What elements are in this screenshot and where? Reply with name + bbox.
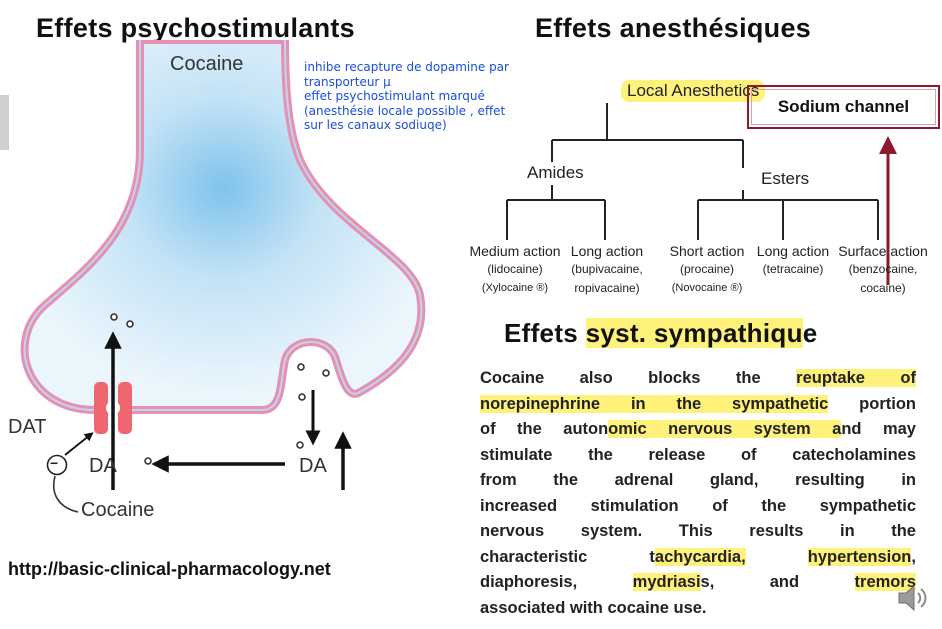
dat-label: DAT xyxy=(8,416,47,438)
leaf-medium-action: Medium action (lidocaine) (Xylocaine ®) xyxy=(467,242,563,298)
leaf-title: Medium action xyxy=(469,243,561,259)
text-span: , xyxy=(911,547,916,566)
cocaine-top-label: Cocaine xyxy=(170,53,244,75)
text-highlight: achycardia, xyxy=(654,547,746,566)
para-line: characteristic tachycardia, hypertension… xyxy=(480,545,916,571)
text-span xyxy=(746,548,808,566)
para-line: associated with cocaine use. xyxy=(480,598,707,617)
title-part: e xyxy=(802,318,818,348)
para-line: nervous system. This results in the xyxy=(480,522,916,540)
title-part: Effets xyxy=(504,318,586,348)
note-line: (anesthésie locale possible , effet xyxy=(304,103,506,118)
amides-label: Amides xyxy=(527,163,584,182)
leaf-title: Long action xyxy=(756,243,830,259)
left-title: Effets psychostimulants xyxy=(36,13,355,43)
text-highlight: omic nervous system a xyxy=(608,420,842,438)
leaf-line: (benzocaine, xyxy=(848,262,918,276)
side-tab xyxy=(0,95,9,150)
right-title: Effets anesthésiques xyxy=(535,13,812,43)
da-right-label: DA xyxy=(299,455,327,477)
sympathetic-paragraph: Cocaine also blocks the reuptake of nore… xyxy=(480,366,917,621)
leaf-line: (procaine) xyxy=(679,262,735,276)
inhibitor-circle xyxy=(46,454,68,476)
source-url: http://basic-clinical-pharmacology.net xyxy=(8,559,331,579)
leaf-line: (Novocaine ®) xyxy=(671,282,743,294)
speaker-icon[interactable] xyxy=(896,582,930,614)
note-line: sur les canaux sodiuqe) xyxy=(304,118,447,132)
leaf-line: ropivacaine) xyxy=(574,281,640,295)
sympathetic-title: Effets syst. sympathique xyxy=(504,318,818,349)
leaf-title: Long action xyxy=(570,243,644,259)
note-line: transporteur µ xyxy=(304,74,391,89)
leaf-line: (lidocaine) xyxy=(487,262,543,276)
leaf-title: Surface action xyxy=(838,243,928,259)
text-highlight: tremors xyxy=(854,573,916,591)
text-span: of the auton xyxy=(480,420,609,438)
text-span: Cocaine also blocks the xyxy=(480,369,797,387)
text-highlight: norepinephrine in the sympathetic xyxy=(480,394,829,413)
leaf-long-action-ester: Long action (tetracaine) xyxy=(752,242,834,278)
text-span: characteristic t xyxy=(480,547,655,566)
synapse-diagram xyxy=(20,40,426,513)
para-line: increased stimulation of the sympathetic xyxy=(480,496,916,515)
sodium-channel-box: Sodium channel xyxy=(747,85,940,129)
leaf-line: (bupivacaine, xyxy=(571,262,643,276)
cocaine-bottom-label: Cocaine xyxy=(81,499,155,521)
text-span: diaphoresis, xyxy=(480,573,633,591)
leaf-line: cocaine) xyxy=(860,281,906,295)
esters-label: Esters xyxy=(761,169,810,188)
leaf-line: (tetracaine) xyxy=(762,262,824,276)
para-line: of the autonomic nervous system and may xyxy=(480,417,916,443)
para-line: Cocaine also blocks the reuptake of xyxy=(480,366,917,392)
inhibit-symbol: − xyxy=(50,455,59,471)
leaf-short-action: Short action (procaine) (Novocaine ®) xyxy=(660,242,754,298)
leaf-title: Short action xyxy=(669,243,745,259)
leaf-line: (Xylocaine ®) xyxy=(481,282,549,294)
leaf-long-action-amide: Long action (bupivacaine, ropivacaine) xyxy=(566,242,648,298)
note-line: inhibe recapture de dopamine par xyxy=(304,60,509,74)
text-span: s, and xyxy=(700,573,855,591)
tree-root: Local Anesthetics xyxy=(621,80,766,102)
note-line: effet psychostimulant marqué xyxy=(304,89,485,103)
text-span: portion xyxy=(828,394,916,413)
para-line: diaphoresis, mydriasis, and tremors xyxy=(480,570,916,596)
anesthetics-tree-lines xyxy=(506,103,897,285)
text-highlight: mydriasi xyxy=(632,573,701,591)
da-left-label: DA xyxy=(89,455,117,477)
para-line: norepinephrine in the sympathetic portio… xyxy=(480,392,916,418)
text-span: nd may xyxy=(841,420,916,438)
text-highlight: reuptake of xyxy=(796,369,917,387)
title-highlight: syst. sympathiqu xyxy=(585,318,803,348)
sodium-channel-label: Sodium channel xyxy=(777,97,910,116)
leaf-surface-action: Surface action (benzocaine, cocaine) xyxy=(838,242,928,298)
para-line: from the adrenal gland, resulting in xyxy=(480,471,916,489)
text-highlight: hypertension xyxy=(807,547,912,566)
para-line: stimulate the release of catecholamines xyxy=(480,445,916,464)
mechanism-note: inhibe recapture de dopamine par transpo… xyxy=(304,60,544,133)
